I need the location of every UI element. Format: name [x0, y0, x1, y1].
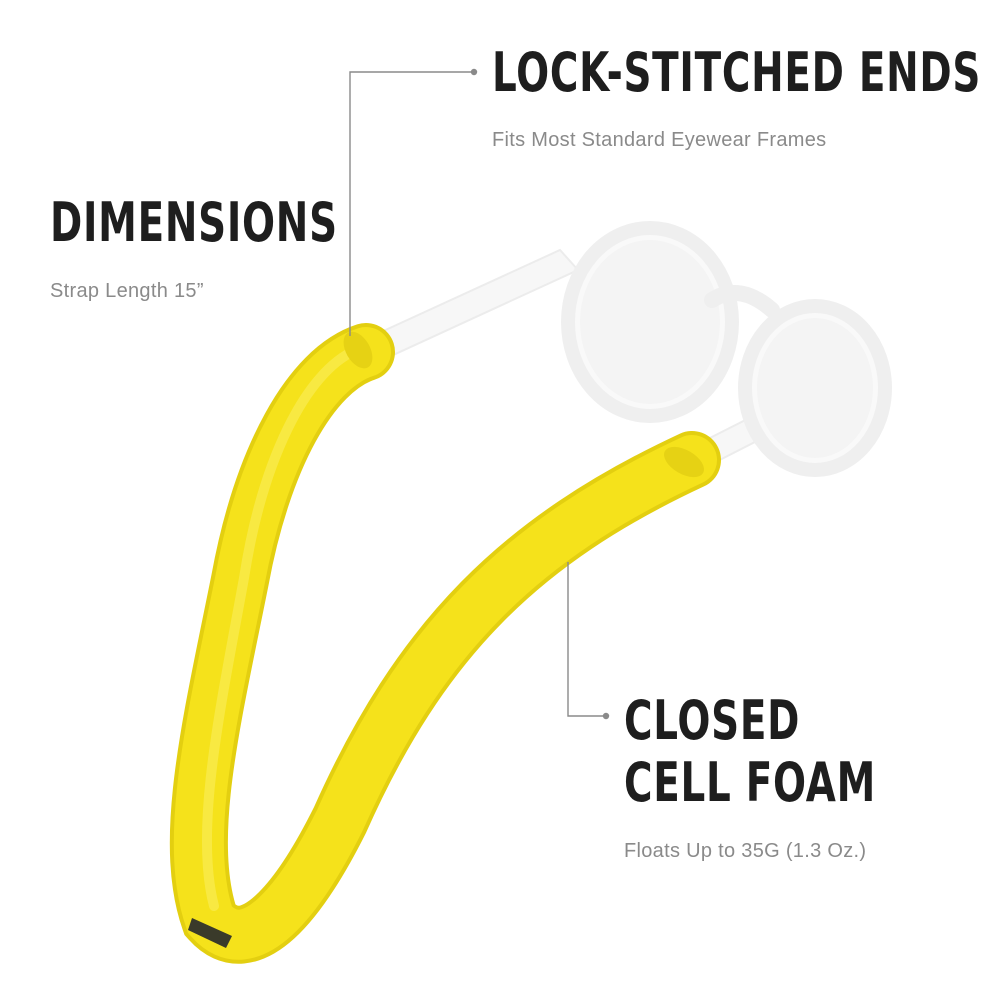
- leader-lines: [349, 68, 610, 720]
- dimensions-subtext: Strap Length 15”: [50, 280, 204, 302]
- lock-stitched-subtext: Fits Most Standard Eyewear Frames: [492, 129, 827, 151]
- leader-line-foam: [567, 562, 604, 717]
- leader-dot-lock-stitched: [470, 68, 478, 76]
- brand-tag-icon: [188, 918, 232, 948]
- dimensions-heading: DIMENSIONS: [50, 191, 338, 254]
- foam-heading-line1: CLOSED: [624, 689, 801, 752]
- foam-heading-line2: CELL FOAM: [624, 751, 877, 814]
- leader-dot-foam: [602, 712, 610, 720]
- foam-strap-icon: [169, 323, 721, 964]
- sunglasses-icon: [366, 221, 892, 477]
- leader-line-lock-stitched: [349, 71, 472, 336]
- lock-stitched-heading: LOCK-STITCHED ENDS: [492, 41, 982, 104]
- foam-subtext: Floats Up to 35G (1.3 Oz.): [624, 840, 867, 862]
